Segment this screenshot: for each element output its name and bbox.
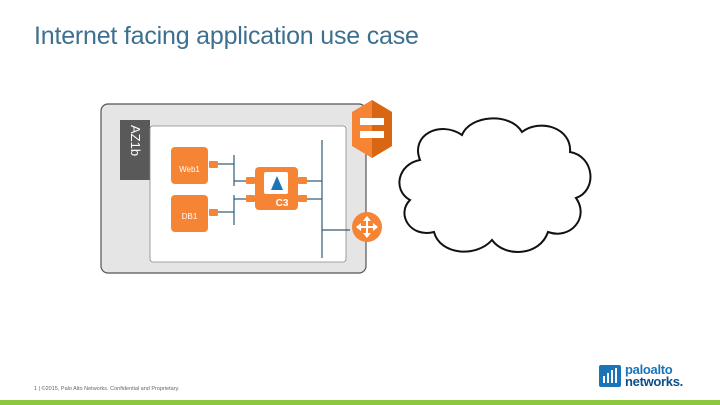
logo-line1: paloalto bbox=[625, 362, 673, 377]
firewall-eni-left-bottom bbox=[246, 195, 255, 202]
db1-label: DB1 bbox=[182, 212, 198, 221]
aws-vpc-logo-icon bbox=[352, 100, 392, 158]
web1-eni-icon bbox=[209, 161, 218, 168]
left-connectors bbox=[218, 155, 246, 225]
az-label: AZ1b bbox=[128, 125, 143, 156]
db1-server-icon bbox=[171, 195, 208, 232]
right-connectors bbox=[307, 140, 350, 258]
footer-copyright: 1 | ©2015, Palo Alto Networks. Confident… bbox=[34, 386, 179, 392]
firewall-eni-right-top bbox=[298, 177, 307, 184]
subnet-panel bbox=[149, 125, 347, 263]
web1-server-icon bbox=[171, 147, 208, 184]
logo-wordmark: paloalto networks. bbox=[625, 362, 683, 389]
internet-gateway-icon bbox=[352, 212, 382, 242]
logo-line2: networks. bbox=[625, 374, 683, 389]
web1-label: Web1 bbox=[179, 165, 200, 174]
paloalto-logo-icon bbox=[599, 365, 621, 387]
copyright-text: | ©2015, Palo Alto Networks. Confidentia… bbox=[38, 386, 180, 392]
firewall-shield-icon bbox=[271, 176, 283, 190]
db1-eni-icon bbox=[209, 209, 218, 216]
firewall-eni-right-bottom bbox=[298, 195, 307, 202]
firewall-label: C3 bbox=[276, 198, 289, 209]
firewall-eni-left-top bbox=[246, 177, 255, 184]
footer-accent-bar bbox=[0, 400, 720, 405]
internet-cloud-icon bbox=[398, 117, 592, 253]
slide-title: Internet facing application use case bbox=[34, 22, 419, 50]
page-number: 1 bbox=[34, 386, 38, 392]
paloalto-logo: paloalto networks. bbox=[599, 362, 689, 392]
az-tab bbox=[120, 120, 150, 180]
